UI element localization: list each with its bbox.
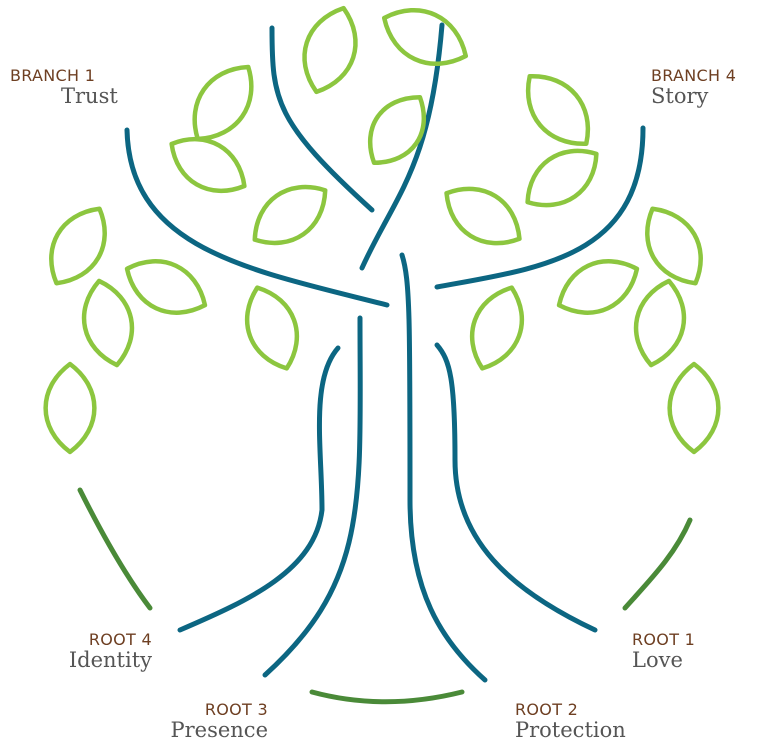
leaf-8 [252,184,328,246]
branch1-label: BRANCH 1 Trust [10,68,118,107]
ground-arc-right [622,517,693,611]
root4-name: Identity [68,648,152,672]
leaf-18 [43,361,97,455]
leaf-6 [169,137,247,193]
tree-trunk-and-branches [124,22,646,683]
root1-kicker: ROOT 1 [632,630,696,649]
branch1-name: Trust [61,84,118,108]
leaf-1 [302,5,358,95]
root-identity [177,345,341,633]
branch-left-upper [269,25,375,213]
leaf-2 [381,8,469,66]
leaf-19 [667,361,721,455]
leaf-7 [525,148,599,208]
root3-label: ROOT 3 Presence [140,702,268,741]
root3-name: Presence [170,718,268,742]
branch4-name: Story [651,84,709,108]
leaf-10 [49,206,107,286]
ground-arcs [77,487,693,705]
root4-label: ROOT 4 Identity [40,632,152,671]
leaf-17 [633,278,687,368]
leaf-15 [470,285,524,371]
root-love [434,342,598,633]
root2-name: Protection [515,718,626,742]
branch4-label: BRANCH 4 Story [651,68,736,107]
ground-arc-left [77,487,153,611]
leaf-5 [367,94,427,166]
trunk-main-left [262,315,363,678]
leaf-16 [81,278,135,368]
leaf-9 [444,186,522,246]
leaf-11 [645,206,703,286]
trunk-main-right [399,252,488,683]
root2-label: ROOT 2 Protection [515,702,626,741]
branch-story [434,125,646,290]
branch4-kicker: BRANCH 4 [651,66,737,85]
trunk-center-left [359,22,445,271]
leaf-12 [124,259,208,315]
ground-arc-bottom [309,689,465,705]
leaf-13 [556,259,640,315]
root1-label: ROOT 1 Love [632,632,695,671]
leaf-4 [526,74,590,146]
root1-name: Love [632,648,683,672]
branch-trust [124,127,390,308]
root2-kicker: ROOT 2 [515,700,579,719]
leaves [43,5,721,455]
leaf-14 [245,285,299,371]
root3-kicker: ROOT 3 [204,700,268,719]
branch1-kicker: BRANCH 1 [10,66,96,85]
leaf-3 [192,64,254,142]
root4-kicker: ROOT 4 [88,630,152,649]
